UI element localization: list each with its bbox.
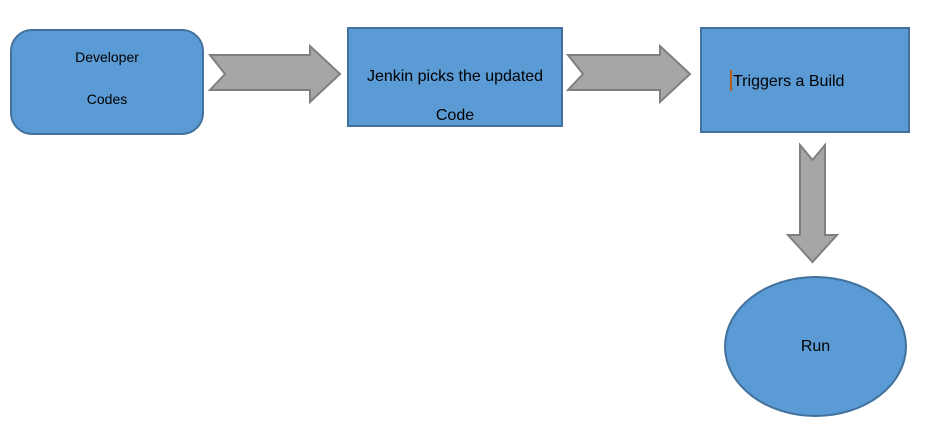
block-arrow-right-jenkins-to-build[interactable]	[565, 43, 692, 105]
node-label-text: Triggers a Build	[733, 73, 845, 90]
node-triggers-build[interactable]: Triggers a Build	[700, 27, 910, 133]
text-cursor	[730, 70, 732, 91]
node-label: Triggers a Build	[702, 70, 908, 92]
block-arrow-right-developer-to-jenkins[interactable]	[207, 43, 342, 105]
block-arrow-down-build-to-run[interactable]	[785, 142, 840, 264]
node-label: Jenkin picks the updated	[366, 68, 544, 85]
node-label: Codes	[86, 91, 128, 107]
node-developer-codes[interactable]: Developer Codes	[10, 29, 204, 135]
node-label: Developer	[75, 49, 139, 65]
node-run[interactable]: Run	[724, 276, 907, 417]
node-label: Run	[800, 337, 831, 355]
node-label: Code	[435, 107, 475, 124]
node-jenkin-picks-code[interactable]: Jenkin picks the updated Code	[347, 27, 563, 127]
